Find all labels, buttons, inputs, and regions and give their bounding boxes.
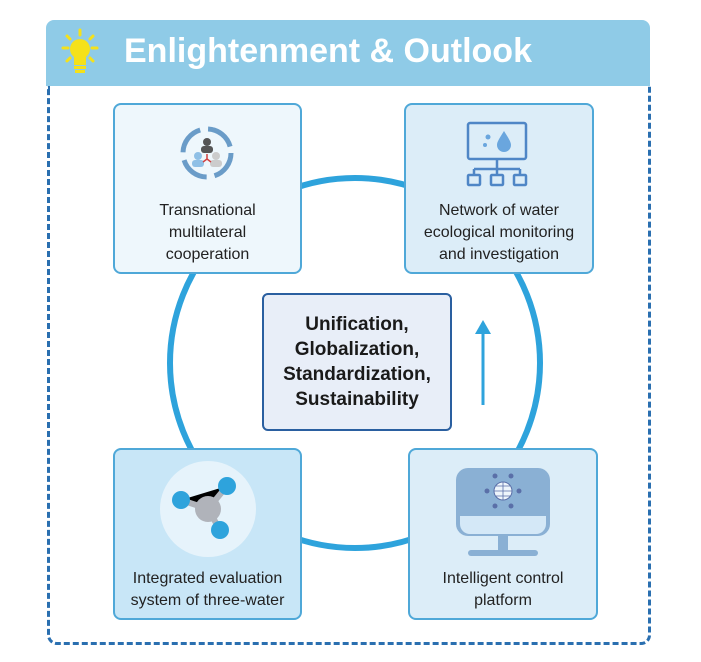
header-banner: Enlightenment & Outlook: [46, 20, 650, 86]
monitor-globe-icon: [456, 468, 550, 556]
node-label-line: multilateral: [168, 224, 247, 241]
node-label-line: ecological monitoring: [423, 224, 575, 241]
node-label-line: cooperation: [165, 246, 250, 263]
node-transnational-cooperation: Transnational multilateral cooperation: [113, 103, 302, 274]
node-label-line: Network of water: [438, 202, 560, 219]
node-label-line: system of three-water: [130, 592, 285, 609]
node-label-line: platform: [474, 592, 532, 609]
node-integrated-evaluation: Integrated evaluation system of three-wa…: [113, 448, 302, 620]
node-intelligent-control: Intelligent control platform: [408, 448, 598, 620]
principle-line: Unification,: [305, 314, 409, 335]
principle-line: Standardization,: [283, 364, 431, 385]
node-label-line: and investigation: [438, 246, 560, 263]
node-monitoring-network: Network of water ecological monitoring a…: [404, 103, 594, 274]
up-arrow-icon: [475, 320, 491, 405]
monitoring-network-icon: [466, 121, 528, 187]
people-cooperation-icon: [180, 126, 234, 180]
node-label-line: Transnational: [159, 202, 256, 219]
principle-line: Globalization,: [294, 339, 420, 360]
node-label-line: Integrated evaluation: [132, 570, 283, 587]
molecule-icon: [160, 461, 256, 557]
principle-line: Sustainability: [295, 389, 419, 410]
dashed-frame: [47, 86, 651, 645]
page-title: Enlightenment & Outlook: [124, 32, 532, 70]
node-label-line: Intelligent control: [442, 570, 564, 587]
central-principles-box: Unification, Globalization, Standardizat…: [262, 293, 452, 431]
lightbulb-icon: [61, 28, 99, 73]
